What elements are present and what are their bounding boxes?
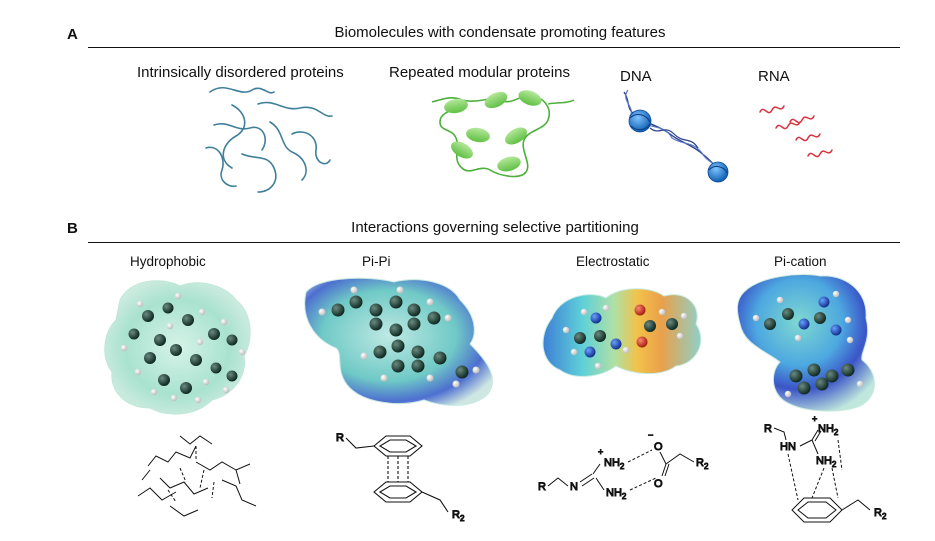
modular-protein-illustration (431, 90, 575, 178)
idp-illustration (205, 86, 333, 193)
pi-cation-surface (736, 274, 875, 412)
elec-nh2-top: NH2 (604, 457, 625, 471)
panel-b-letter: B (67, 220, 78, 237)
pi-cation-structure: R HN NH2 + NH2 R2 (764, 414, 887, 523)
pi-pi-r-label: R (336, 432, 344, 444)
pi-pi-surface (304, 277, 493, 406)
cation-nh2-top: NH2 (818, 423, 839, 437)
label-idp: Intrinsically disordered proteins (137, 64, 344, 81)
panel-a-title: Biomolecules with condensate promoting f… (334, 24, 666, 41)
panel-b-rule (88, 242, 900, 243)
cation-r-label: R (764, 423, 772, 435)
dna-illustration (623, 89, 729, 183)
elec-r2-label: R2 (696, 457, 709, 471)
electrostatic-surface (542, 288, 702, 377)
elec-minus: − (648, 430, 653, 440)
cation-plus: + (812, 414, 817, 424)
pi-pi-structure: R R2 (335, 431, 465, 523)
label-pi-pi: Pi-Pi (362, 254, 391, 269)
hydrophobic-surface (104, 280, 251, 415)
elec-r-label: R (538, 481, 546, 493)
electrostatic-structure: R N NH2 + NH2 O − O R2 (538, 430, 710, 502)
elec-o-bottom: O (654, 478, 663, 490)
hydrophobic-structure (137, 435, 257, 517)
label-dna: DNA (620, 68, 652, 85)
label-pi-cation: Pi-cation (774, 254, 827, 269)
label-rna: RNA (758, 68, 790, 85)
cation-nh2-bottom: NH2 (816, 455, 837, 469)
elec-nh2-bottom: NH2 (606, 487, 627, 501)
rna-illustration (759, 105, 833, 158)
elec-plus: + (598, 447, 603, 457)
cation-hn-label: HN (780, 441, 796, 453)
panel-a-letter: A (67, 26, 78, 43)
panel-b-title: Interactions governing selective partiti… (351, 219, 639, 236)
label-modular: Repeated modular proteins (389, 64, 570, 81)
elec-n-label: N (570, 481, 578, 493)
cation-r2-label: R2 (874, 507, 887, 521)
label-electrostatic: Electrostatic (576, 254, 650, 269)
label-hydrophobic: Hydrophobic (130, 254, 206, 269)
pi-pi-r2-label: R2 (452, 509, 465, 523)
elec-o-top: O (654, 441, 663, 453)
panel-a-rule (88, 47, 900, 48)
